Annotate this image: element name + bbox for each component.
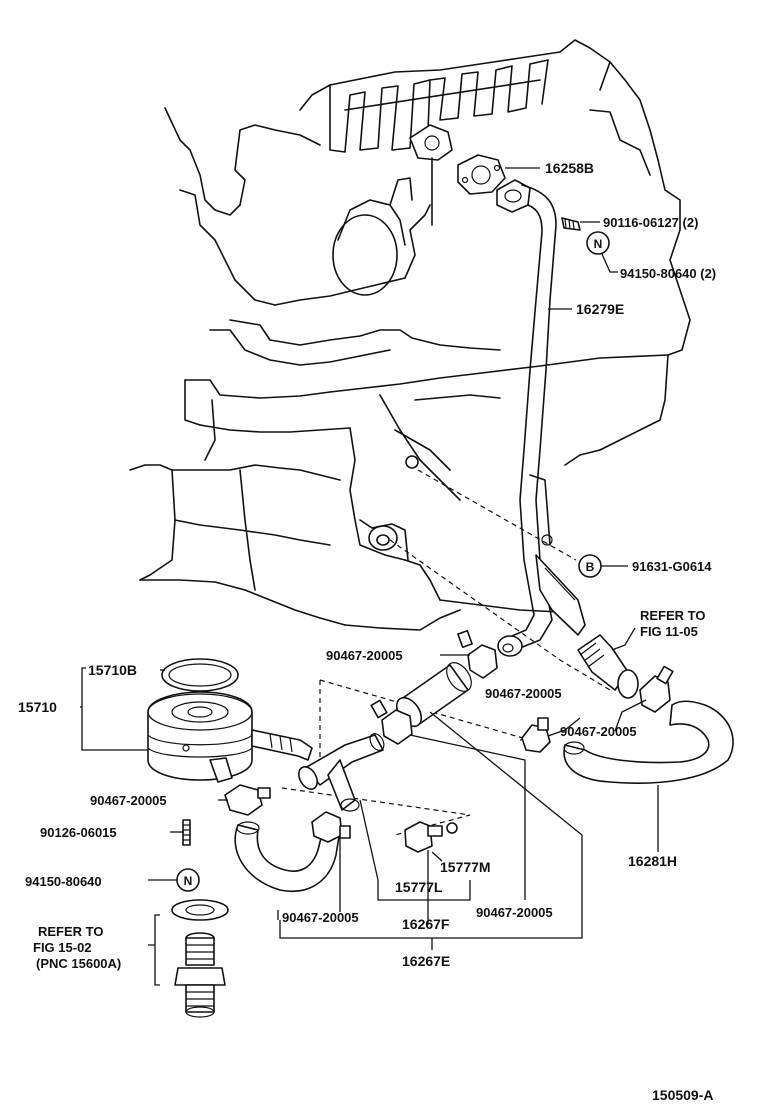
label-refer-to-1: REFER TO: [640, 608, 706, 623]
label-pnc-15600A: (PNC 15600A): [36, 956, 121, 971]
label-16279E: 16279E: [576, 301, 624, 317]
label-90126-06015: 90126-06015: [40, 825, 117, 840]
relief-bolt: [174, 932, 226, 1018]
label-16258B: 16258B: [545, 160, 594, 176]
b-marker: B: [578, 554, 602, 578]
clamp-90467-a: [457, 629, 498, 679]
label-fig-11-05: FIG 11-05: [640, 624, 698, 639]
pipe-16279E: [496, 179, 586, 657]
clamp-90467-e: [311, 811, 351, 843]
label-90116-06127: 90116-06127 (2): [603, 215, 698, 230]
sensor-15777: [404, 821, 458, 853]
union-fitting: [577, 634, 639, 699]
hose-lower: [234, 821, 341, 892]
flange-left: [409, 124, 453, 226]
gasket-16258B: [457, 154, 506, 195]
label-refer-to-2: REFER TO: [38, 924, 104, 939]
n-marker-bottom: N: [176, 868, 200, 892]
label-91631-G0614: 91631-G0614: [632, 559, 712, 574]
n-marker-top: N: [586, 231, 610, 255]
clamp-90467-b: [639, 665, 674, 713]
label-90467-20005-c: 90467-20005: [560, 724, 637, 739]
clamp-90467-d: [224, 784, 271, 816]
figure-id: 150509-A: [652, 1087, 714, 1103]
label-15710: 15710: [18, 699, 57, 715]
label-90467-20005-a: 90467-20005: [326, 648, 403, 663]
leader-lines: [80, 167, 659, 986]
label-fig-15-02: FIG 15-02: [33, 940, 92, 955]
washer: [171, 899, 229, 921]
labels: 16258B 90116-06127 (2) 94150-80640 (2) 1…: [18, 160, 716, 1103]
label-90467-20005-d: 90467-20005: [90, 793, 167, 808]
n-symbol: N: [594, 237, 603, 251]
label-16281H: 16281H: [628, 853, 677, 869]
label-16267F: 16267F: [402, 916, 450, 932]
label-94150-80640-top: 94150-80640 (2): [620, 266, 716, 281]
n-symbol: N: [184, 874, 193, 888]
tee-pipe: [298, 733, 385, 812]
label-16267E: 16267E: [402, 953, 450, 969]
oil-cooler-15710: [147, 658, 313, 783]
hose-16281H: [563, 700, 734, 784]
label-90467-20005-e: 90467-20005: [282, 910, 359, 925]
label-15777L: 15777L: [395, 879, 443, 895]
label-15710B: 15710B: [88, 662, 137, 678]
stud-90126: [182, 819, 191, 846]
clamp-90467-mid: [370, 699, 413, 745]
label-90467-20005-f: 90467-20005: [476, 905, 553, 920]
label-15777M: 15777M: [440, 859, 491, 875]
clamp-90467-c: [521, 717, 551, 753]
label-94150-80640-bot: 94150-80640: [25, 874, 102, 889]
label-90467-20005-b: 90467-20005: [485, 686, 562, 701]
stud-bolt-90116: [561, 217, 581, 231]
b-symbol: B: [586, 560, 595, 574]
engine-block: [129, 39, 691, 631]
